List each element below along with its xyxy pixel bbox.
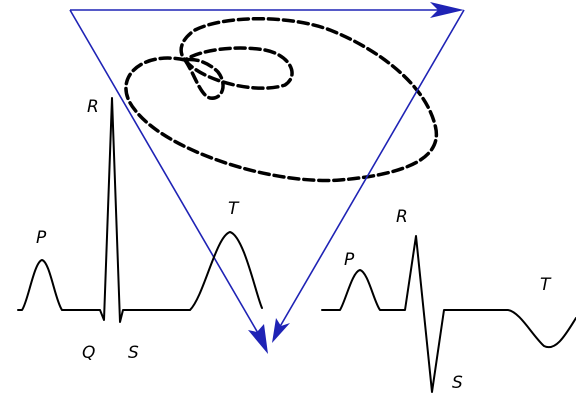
right-s-label: S <box>452 373 463 393</box>
left-r-label: R <box>87 97 99 117</box>
left-q-label: Q <box>82 343 95 363</box>
ecg-right-trace <box>322 236 576 392</box>
left-p-label: P <box>36 228 47 248</box>
right-t-label: T <box>540 275 552 295</box>
lead-iii-arrowhead <box>272 318 290 343</box>
right-r-label: R <box>396 207 408 227</box>
vector-loop <box>126 19 436 181</box>
left-t-label: T <box>228 199 240 219</box>
lead-ii-arrowhead <box>248 324 268 354</box>
right-p-label: P <box>344 250 355 270</box>
qrs-loop <box>126 19 436 181</box>
t-loop <box>185 48 292 88</box>
left-s-label: S <box>128 343 139 363</box>
vector-triangle <box>70 2 464 354</box>
lead-iii-vector <box>278 10 464 330</box>
